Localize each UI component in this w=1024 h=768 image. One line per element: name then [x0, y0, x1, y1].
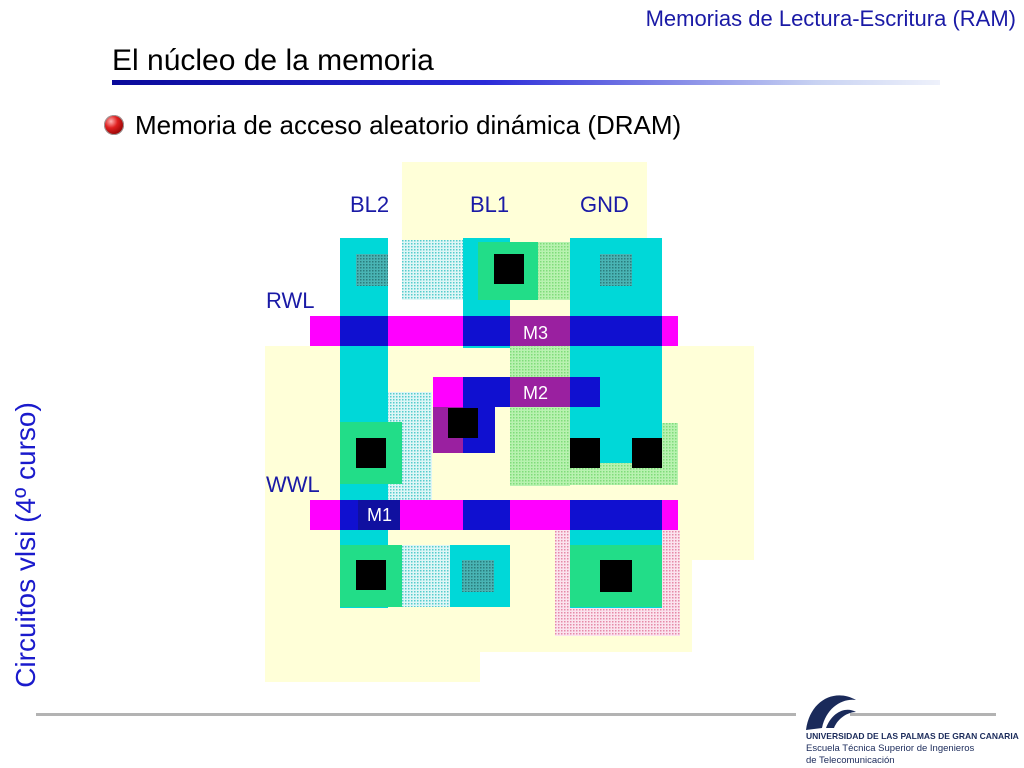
footer-divider — [36, 713, 796, 716]
label-bl2: BL2 — [350, 192, 389, 217]
m2-gate — [510, 377, 570, 407]
m3-gate — [510, 316, 570, 346]
bullet-icon — [104, 115, 124, 135]
footer-divider-right — [850, 713, 996, 716]
slide-title: El núcleo de la memoria — [112, 44, 434, 77]
bullet-text: Memoria de acceso aleatorio dinámica (DR… — [135, 110, 682, 140]
via-contacts — [356, 254, 632, 592]
label-gnd: GND — [580, 192, 629, 217]
header-title: Memorias de Lectura-Escritura (RAM) — [645, 6, 1016, 31]
university-name: UNIVERSIDAD DE LAS PALMAS DE GRAN CANARI… — [806, 731, 1019, 741]
label-m2: M2 — [523, 383, 548, 403]
title-underline — [112, 80, 940, 85]
label-rwl: RWL — [266, 288, 315, 313]
label-m1: M1 — [367, 505, 392, 525]
university-logo-icon — [806, 695, 856, 730]
label-m3: M3 — [523, 323, 548, 343]
label-wwl: WWL — [266, 472, 320, 497]
label-bl1: BL1 — [470, 192, 509, 217]
m1-gate — [358, 500, 400, 530]
school-line2: de Telecomunicación — [806, 755, 895, 766]
contacts — [356, 254, 662, 592]
school-line1: Escuela Técnica Superior de Ingenieros — [806, 743, 975, 754]
gate-overlap — [358, 316, 570, 530]
